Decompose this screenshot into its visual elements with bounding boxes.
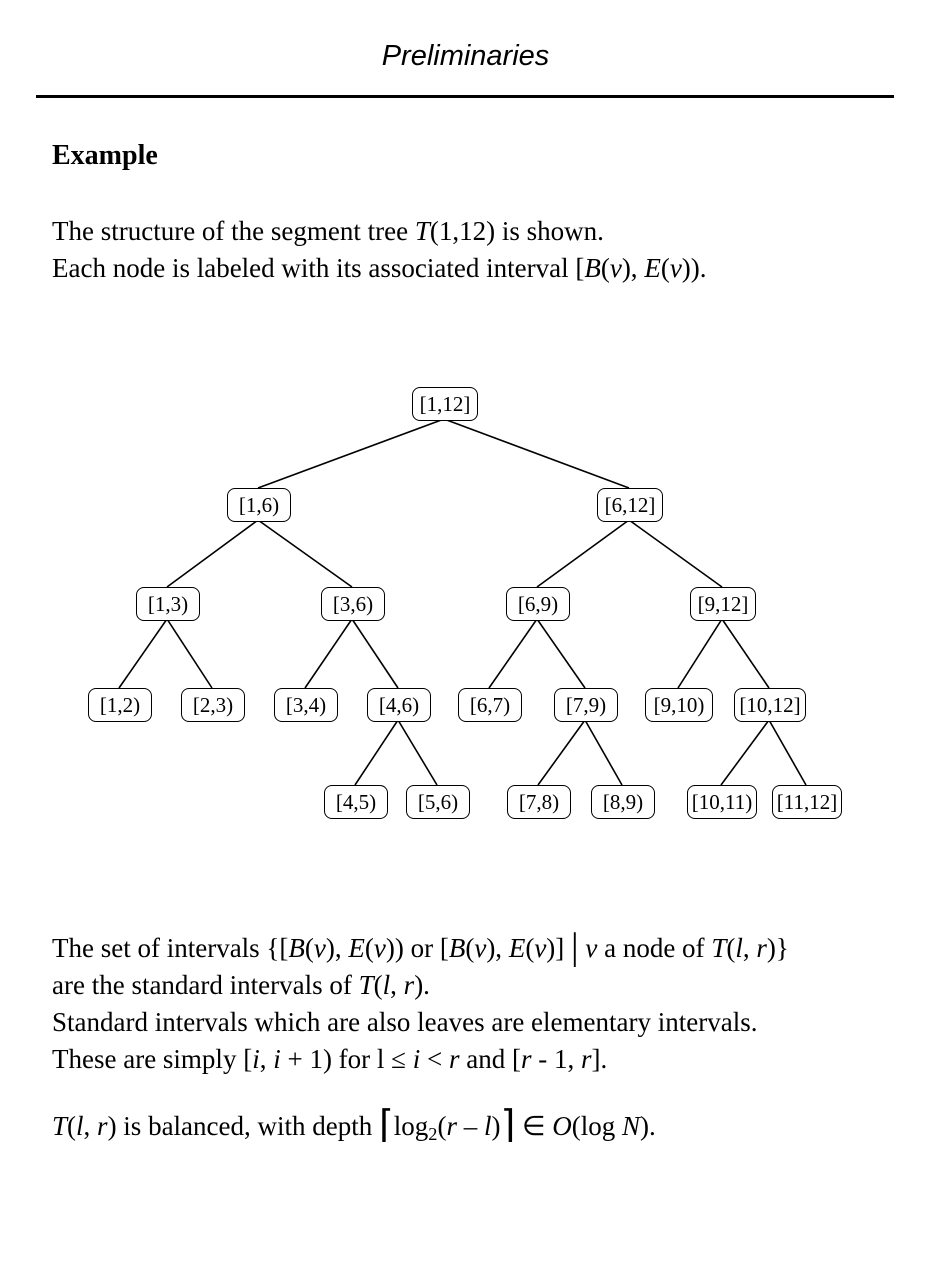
tree-node-7-8: [7,8) (507, 785, 571, 819)
depth-formula-line: T(l, r) is balanced, with depth ⌈log2(r … (52, 1104, 656, 1146)
tree-node-10-11: [10,11) (687, 785, 757, 819)
page-title: Preliminaries (381, 40, 550, 72)
tree-node-1-2: [1,2) (88, 688, 152, 722)
example-heading: Example (52, 140, 158, 171)
tree-node-7-9: [7,9) (554, 688, 618, 722)
intro-line-1: The structure of the segment tree T(1,12… (52, 216, 604, 246)
tree-node-6-9: [6,9) (506, 587, 570, 621)
tree-node-5-6: [5,6) (406, 785, 470, 819)
body-line-2: are the standard intervals of T(l, r). (52, 970, 430, 1000)
tree-node-1-6: [1,6) (227, 488, 291, 522)
body-line-1: The set of intervals {[B(v), E(v)) or [B… (52, 926, 789, 968)
tree-node-9-12: [9,12] (690, 587, 756, 621)
tree-node-9-10: [9,10) (645, 688, 713, 722)
tree-node-2-3: [2,3) (181, 688, 245, 722)
intro-line-2: Each node is labeled with its associated… (52, 253, 707, 283)
body-line-3: Standard intervals which are also leaves… (52, 1007, 758, 1037)
title-divider (36, 95, 894, 98)
tree-node-1-3: [1,3) (136, 587, 200, 621)
tree-node-6-12: [6,12] (597, 488, 663, 522)
tree-node-8-9: [8,9) (591, 785, 655, 819)
tree-node-6-7: [6,7) (458, 688, 522, 722)
tree-node-4-5: [4,5) (324, 785, 388, 819)
standard-intervals-paragraph: The set of intervals {[B(v), E(v)) or [B… (52, 926, 789, 1078)
tree-node-1-12: [1,12] (412, 387, 478, 421)
tree-node-11-12: [11,12] (772, 785, 842, 819)
tree-node-4-6: [4,6) (367, 688, 431, 722)
body-line-4: These are simply [i, i + 1) for l ≤ i < … (52, 1044, 608, 1074)
tree-node-3-6: [3,6) (321, 587, 385, 621)
intro-paragraph: The structure of the segment tree T(1,12… (52, 213, 707, 287)
tree-node-10-12: [10,12] (734, 688, 806, 722)
tree-node-3-4: [3,4) (274, 688, 338, 722)
